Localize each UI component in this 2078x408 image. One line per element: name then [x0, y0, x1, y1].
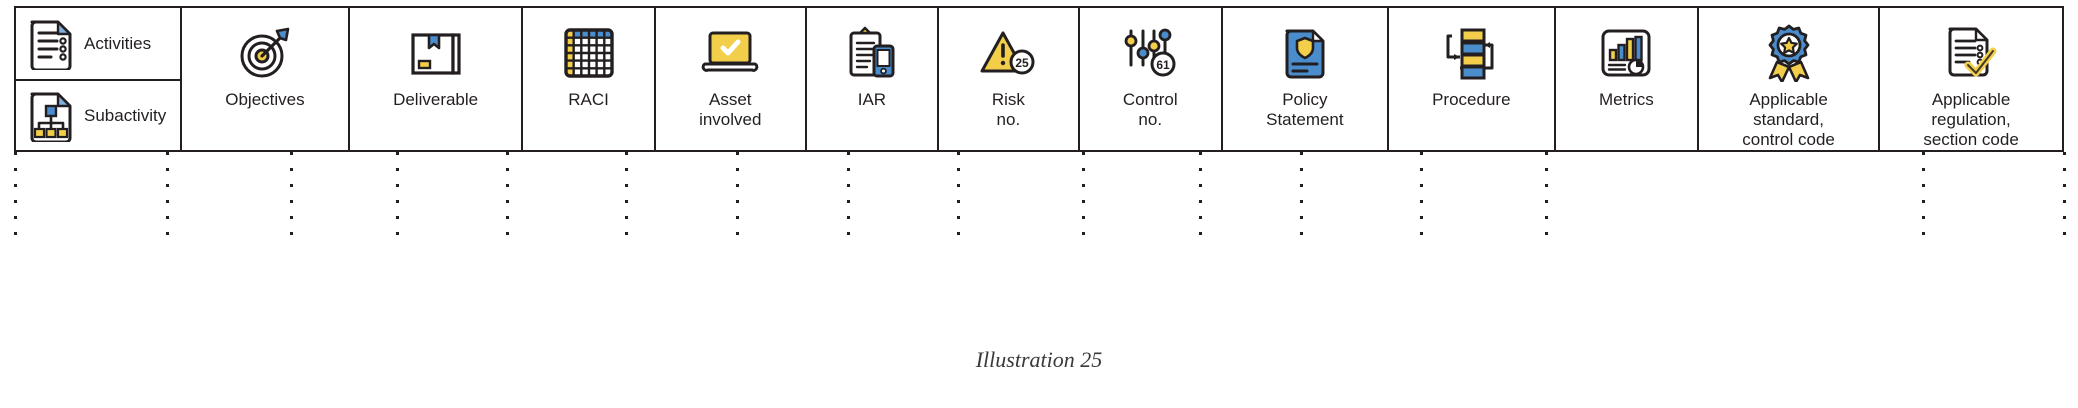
bar-chart-report-icon [1599, 22, 1653, 84]
dotted-rule [166, 152, 169, 238]
column-label: Applicable regulation, section code [1923, 89, 2019, 149]
split-row-label: Subactivity [84, 105, 167, 125]
grid-matrix-icon [563, 22, 615, 84]
risk-count-badge: 25 [1016, 56, 1030, 70]
column-activities-subactivity: Activities Sub [16, 8, 182, 150]
split-row-label: Activities [84, 33, 152, 53]
column-iar[interactable]: IAR [807, 8, 940, 150]
column-label: IAR [857, 90, 887, 109]
dotted-rule [396, 152, 399, 238]
cell-activities[interactable]: Activities [16, 8, 180, 79]
sliders-icon: 61 [1121, 22, 1179, 84]
column-label: Procedure [1432, 90, 1511, 109]
warning-triangle-icon: 25 [978, 22, 1038, 84]
column-label: Applicable standard, control code [1742, 89, 1835, 149]
column-procedure[interactable]: Procedure [1389, 8, 1556, 150]
column-applicable-regulation[interactable]: Applicable regulation, section code [1880, 8, 2062, 150]
column-asset-involved[interactable]: Asset involved [656, 8, 807, 150]
column-deliverable[interactable]: Deliverable [350, 8, 524, 150]
column-label: Control no. [1122, 90, 1178, 130]
dotted-rule [1420, 152, 1423, 238]
package-box-icon [409, 22, 463, 84]
laptop-check-icon [701, 22, 759, 84]
control-count-badge: 61 [1157, 58, 1171, 72]
column-metrics[interactable]: Metrics [1556, 8, 1700, 150]
column-risk-no[interactable]: 25 Risk no. [939, 8, 1080, 150]
column-label: Policy Statement [1266, 90, 1344, 130]
dotted-rule [847, 152, 850, 238]
column-label: Risk no. [991, 90, 1025, 130]
framework-table-header: Activities Sub [14, 6, 2064, 152]
dotted-rule [506, 152, 509, 238]
column-label: RACI [568, 90, 609, 109]
column-label: Asset involved [699, 90, 762, 130]
dotted-continuation-rules [0, 152, 2078, 242]
column-policy-statement[interactable]: Policy Statement [1223, 8, 1389, 150]
column-applicable-standard[interactable]: Applicable standard, control code [1699, 8, 1881, 150]
figure-caption: Illustration 25 [975, 347, 1103, 372]
column-label: Deliverable [393, 90, 479, 109]
clipboard-device-icon [846, 22, 898, 84]
award-ribbon-icon [1761, 22, 1817, 84]
dotted-rule [1545, 152, 1548, 238]
dotted-rule [625, 152, 628, 238]
dotted-rule [1922, 152, 1925, 238]
document-checklist-icon [28, 18, 74, 70]
document-check-icon [1944, 22, 1998, 84]
column-raci[interactable]: RACI [523, 8, 656, 150]
dotted-rule [736, 152, 739, 238]
column-control-no[interactable]: 61 Control no. [1080, 8, 1223, 150]
cell-subactivity[interactable]: Subactivity [16, 79, 180, 150]
dotted-rule [290, 152, 293, 238]
dotted-rule [1082, 152, 1085, 238]
dotted-rule [2063, 152, 2066, 238]
column-objectives[interactable]: Objectives [182, 8, 350, 150]
column-label: Objectives [225, 90, 305, 109]
dotted-rule [1199, 152, 1202, 238]
document-hierarchy-icon [28, 90, 74, 142]
policy-shield-document-icon [1281, 22, 1329, 84]
dotted-rule [14, 152, 17, 238]
target-dart-icon [236, 22, 294, 84]
dotted-rule [1300, 152, 1303, 238]
flowchart-icon [1440, 22, 1502, 84]
dotted-rule [957, 152, 960, 238]
column-label: Metrics [1599, 90, 1654, 109]
